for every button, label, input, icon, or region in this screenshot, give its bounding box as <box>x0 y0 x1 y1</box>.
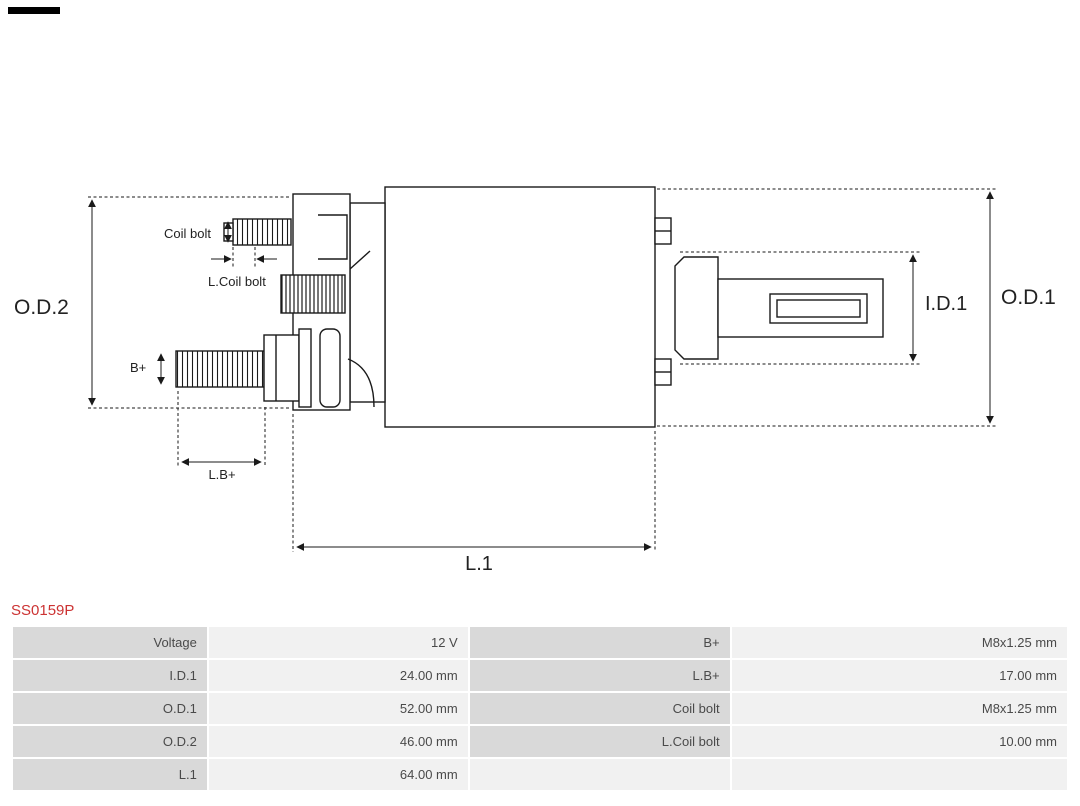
spec-key-cell: L.1 <box>13 759 207 790</box>
spec-key-cell: O.D.1 <box>13 693 207 724</box>
dim-label-l-coil-bolt: L.Coil bolt <box>208 274 266 289</box>
spec-value-cell: 24.00 mm <box>208 660 468 691</box>
spec-key-cell: L.Coil bolt <box>469 726 730 757</box>
dimension-lines-group <box>88 188 996 552</box>
dim-label-bplus: B+ <box>130 360 147 375</box>
dim-label-od2: O.D.2 <box>14 296 69 319</box>
spec-value-cell: 10.00 mm <box>731 726 1067 757</box>
solenoid-body-group <box>175 186 884 428</box>
spec-value-cell: M8x1.25 mm <box>731 693 1067 724</box>
spec-row-od2: O.D.2 46.00 mm L.Coil bolt 10.00 mm <box>13 726 1067 757</box>
spec-empty-cell <box>731 759 1067 790</box>
spec-key-cell: L.B+ <box>469 660 730 691</box>
spec-value-cell: 12 V <box>208 627 468 658</box>
dim-label-coil-bolt: Coil bolt <box>164 226 211 241</box>
top-left-marker <box>8 7 60 14</box>
spec-value-cell: 52.00 mm <box>208 693 468 724</box>
spec-key-cell: Coil bolt <box>469 693 730 724</box>
dim-label-od1: O.D.1 <box>1001 286 1056 309</box>
spec-key-cell: I.D.1 <box>13 660 207 691</box>
spec-table: Voltage 12 V B+ M8x1.25 mm I.D.1 24.00 m… <box>11 625 1069 792</box>
dim-label-lbplus: L.B+ <box>208 467 236 482</box>
solenoid-drawing <box>88 186 996 552</box>
part-number: SS0159P <box>11 602 75 619</box>
spec-row-id1: I.D.1 24.00 mm L.B+ 17.00 mm <box>13 660 1067 691</box>
spec-empty-cell <box>469 759 730 790</box>
spec-value-cell: 46.00 mm <box>208 726 468 757</box>
spec-key-cell: Voltage <box>13 627 207 658</box>
dim-label-l1: L.1 <box>465 553 493 575</box>
solenoid-diagram: O.D.2 O.D.1 I.D.1 L.1 L.B+ B+ Coil bolt … <box>0 7 1080 599</box>
spec-row-od1: O.D.1 52.00 mm Coil bolt M8x1.25 mm <box>13 693 1067 724</box>
spec-value-cell: 64.00 mm <box>208 759 468 790</box>
spec-value-cell: M8x1.25 mm <box>731 627 1067 658</box>
spec-row-l1: L.1 64.00 mm <box>13 759 1067 790</box>
spec-row-voltage: Voltage 12 V B+ M8x1.25 mm <box>13 627 1067 658</box>
spec-key-cell: B+ <box>469 627 730 658</box>
spec-key-cell: O.D.2 <box>13 726 207 757</box>
dim-label-id1: I.D.1 <box>925 293 968 315</box>
spec-value-cell: 17.00 mm <box>731 660 1067 691</box>
